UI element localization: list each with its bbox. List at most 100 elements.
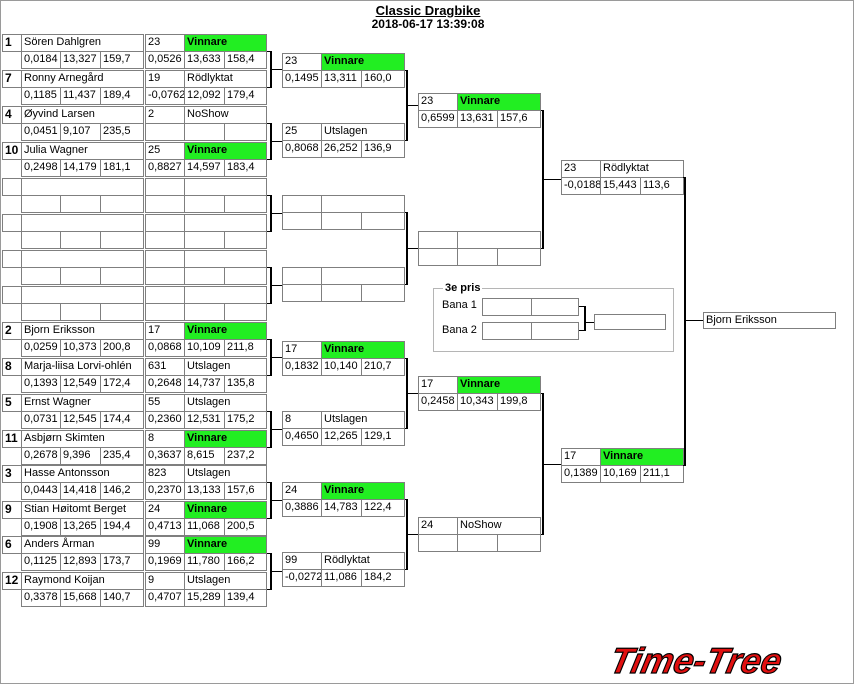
final-entry-number: 17 (561, 448, 601, 466)
rider-name[interactable] (21, 286, 144, 304)
rider-elapsed-time-2 (184, 231, 225, 249)
rider-speed-2: 211,8 (224, 339, 267, 357)
round3-entry-number (418, 231, 458, 249)
round3-entry-reaction-time: 0,6599 (418, 110, 458, 128)
rider-status: Utslagen (184, 394, 267, 412)
bracket-line (270, 357, 282, 358)
round2-entry-number (282, 267, 322, 285)
rider-speed-2: 166,2 (224, 553, 267, 571)
rider-name[interactable]: Bjorn Eriksson (21, 322, 144, 340)
rider-name[interactable]: Asbjørn Skimten (21, 430, 144, 448)
rider-name[interactable] (21, 214, 144, 232)
bracket-line (267, 447, 271, 448)
rider-speed: 173,7 (100, 553, 144, 571)
round2-entry-elapsed-time: 10,140 (321, 358, 362, 376)
round2-entry-number: 99 (282, 552, 322, 570)
seed-number (2, 286, 22, 304)
rider-speed: 172,4 (100, 375, 144, 393)
rider-name[interactable]: Anders Årman (21, 536, 144, 554)
rider-name[interactable]: Stian Høitomt Berget (21, 501, 144, 519)
rider-speed-2: 139,4 (224, 589, 267, 607)
rider-status: Rödlyktat (184, 70, 267, 88)
rider-name[interactable]: Ernst Wagner (21, 394, 144, 412)
round3-entry-speed: 157,6 (497, 110, 541, 128)
rider-name[interactable] (21, 178, 144, 196)
rider-speed: 159,7 (100, 51, 144, 69)
rider-reaction-time: 0,0731 (21, 411, 61, 429)
rider-elapsed-time-2: 11,068 (184, 518, 225, 536)
rider-name[interactable]: Marja-liisa Lorvi-ohlén (21, 358, 144, 376)
rider-name[interactable]: Ronny Arnegård (21, 70, 144, 88)
rider-elapsed-time: 13,265 (60, 518, 101, 536)
rider-name[interactable]: Hasse Antonsson (21, 465, 144, 483)
rider-reaction-time (21, 195, 61, 213)
rider-status: Vinnare (184, 34, 267, 52)
round2-entry-status: Utslagen (321, 123, 405, 141)
bracket-line (267, 123, 271, 124)
seed-number: 2 (2, 322, 22, 340)
rider-name[interactable]: Raymond Koijan (21, 572, 144, 590)
round3-entry-reaction-time (418, 534, 458, 552)
rider-reaction-time-2: 0,1969 (145, 553, 185, 571)
bracket-line (270, 213, 282, 214)
round3-entry-reaction-time (418, 248, 458, 266)
rider-status: Utslagen (184, 465, 267, 483)
rider-status: Vinnare (184, 430, 267, 448)
rider-elapsed-time: 14,179 (60, 159, 101, 177)
seed-number: 8 (2, 358, 22, 376)
rider-reaction-time: 0,3378 (21, 589, 61, 607)
rider-elapsed-time: 9,107 (60, 123, 101, 141)
seed-number (2, 178, 22, 196)
rider-speed (100, 303, 144, 321)
round3-entry-speed: 199,8 (497, 393, 541, 411)
rider-elapsed-time: 12,893 (60, 553, 101, 571)
rider-elapsed-time-2: 15,289 (184, 589, 225, 607)
rider-name[interactable] (21, 250, 144, 268)
round2-entry-status: Vinnare (321, 482, 405, 500)
round2-entry-speed: 129,1 (361, 428, 405, 446)
round2-entry-status: Rödlyktat (321, 552, 405, 570)
round2-entry-number: 25 (282, 123, 322, 141)
rider-speed (100, 267, 144, 285)
rider-reaction-time-2: 0,4713 (145, 518, 185, 536)
rider-reaction-time-2: 0,3637 (145, 447, 185, 465)
bracket-line (267, 303, 271, 304)
bracket-line (406, 393, 418, 394)
rider-name[interactable]: Julia Wagner (21, 142, 144, 160)
bracket-line (406, 248, 418, 249)
rider-name[interactable]: Øyvind Larsen (21, 106, 144, 124)
rider-number (145, 250, 185, 268)
third-place-panel (433, 288, 674, 352)
rider-elapsed-time (60, 303, 101, 321)
rider-status: Vinnare (184, 322, 267, 340)
rider-number: 631 (145, 358, 185, 376)
rider-elapsed-time-2: 14,597 (184, 159, 225, 177)
round2-entry-elapsed-time: 13,311 (321, 70, 362, 88)
rider-status: Vinnare (184, 536, 267, 554)
champion-name[interactable]: Bjorn Eriksson (703, 312, 836, 329)
rider-name[interactable]: Sören Dahlgren (21, 34, 144, 52)
rider-speed: 235,4 (100, 447, 144, 465)
seed-number: 10 (2, 142, 22, 160)
round2-entry-speed: 184,2 (361, 569, 405, 587)
rider-reaction-time: 0,1125 (21, 553, 61, 571)
rider-elapsed-time: 11,437 (60, 87, 101, 105)
rider-number (145, 286, 185, 304)
round3-entry-speed (497, 534, 541, 552)
logo-text: Time-Tree (611, 641, 786, 681)
final-entry-speed: 211,1 (640, 465, 684, 483)
lane-1-time (531, 298, 579, 316)
bracket-line (270, 141, 282, 142)
bracket-line (270, 571, 282, 572)
final-entry-number: 23 (561, 160, 601, 178)
rider-speed: 200,8 (100, 339, 144, 357)
event-title: Classic Dragbike (375, 3, 481, 18)
rider-elapsed-time: 12,545 (60, 411, 101, 429)
rider-reaction-time-2: 0,0868 (145, 339, 185, 357)
round3-entry-elapsed-time (457, 534, 498, 552)
round3-entry-status: Vinnare (457, 93, 541, 111)
rider-reaction-time-2 (145, 231, 185, 249)
rider-status (184, 286, 267, 304)
rider-reaction-time: 0,0184 (21, 51, 61, 69)
round2-entry-speed (361, 284, 405, 302)
